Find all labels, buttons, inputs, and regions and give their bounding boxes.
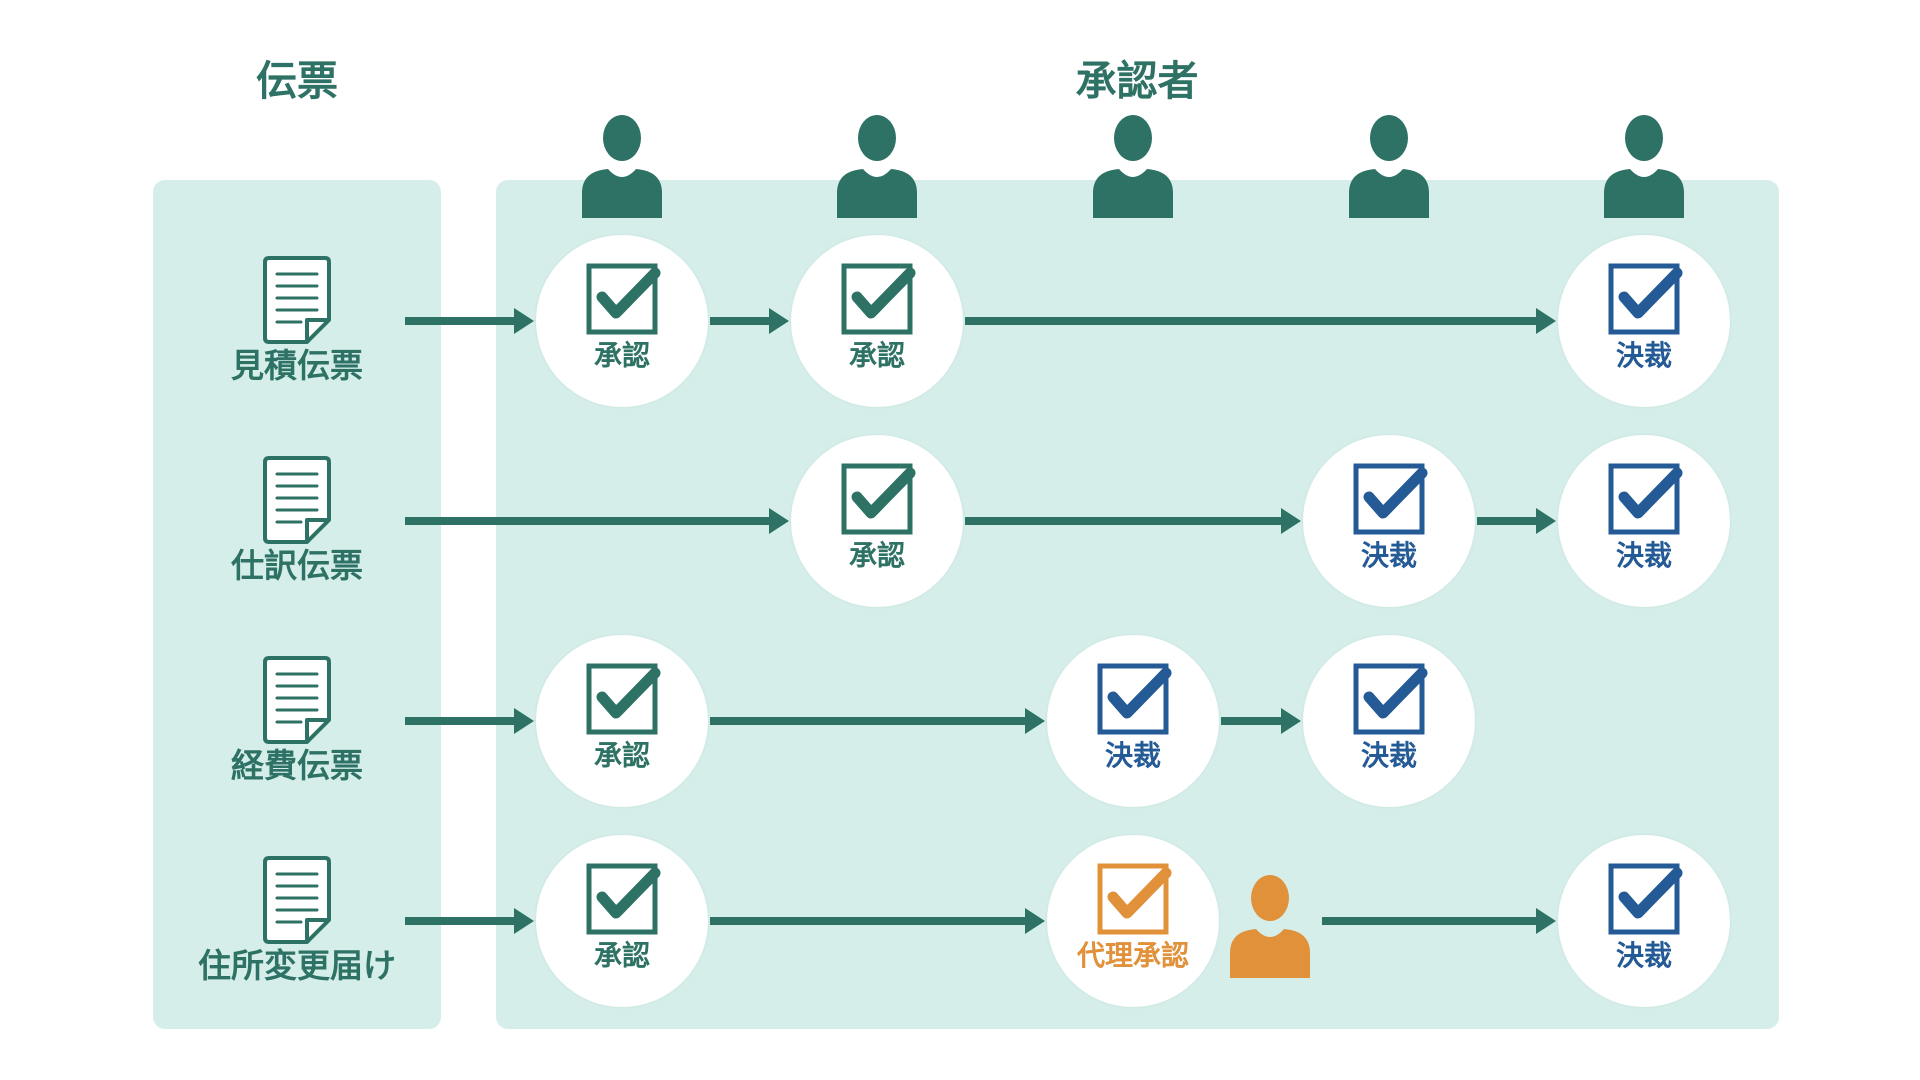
checkbox-checked-icon [586,663,661,735]
step-label: 決裁 [1361,739,1417,772]
approval-step: 承認 [536,235,708,407]
document-icon [263,856,331,944]
checkbox-checked-icon [841,263,916,335]
approval-step: 承認 [791,235,963,407]
document-icon [263,456,331,544]
step-label: 承認 [594,739,650,772]
flow-arrow [405,508,789,534]
document-icon [263,256,331,344]
flow-layer: 承認承認決裁承認決裁決裁承認決裁決裁承認代理承認決裁 [405,235,1730,1007]
checkbox-checked-icon [1353,463,1428,535]
approval-row: 承認 承認 決裁 [405,235,1730,407]
document-label: 経費伝票 [231,746,363,785]
flow-arrow [710,908,1045,934]
document-label: 見積伝票 [231,346,363,385]
step-label: 決裁 [1616,339,1672,372]
step-label: 決裁 [1361,539,1417,572]
approval-row: 承認 決裁 決裁 [405,635,1475,807]
checkbox-checked-icon [586,863,661,935]
approver-person-icon [1604,115,1684,218]
document-icon [263,656,331,744]
checkbox-checked-icon [1608,263,1683,335]
approval-row: 承認 決裁 決裁 [405,435,1730,607]
flow-arrow [405,708,534,734]
flow-arrow [965,308,1556,334]
approval-step: 承認 [536,835,708,1007]
approver-person-icon [837,115,917,218]
documents-heading: 伝票 [256,57,338,105]
step-label: 承認 [849,339,905,372]
approver-person-icon [1349,115,1429,218]
delegate-person-icon [1230,875,1310,978]
step-label: 承認 [594,939,650,972]
approval-step: 承認 [791,435,963,607]
flow-arrow [1322,908,1556,934]
approval-step: 承認 [536,635,708,807]
flow-arrow [965,508,1301,534]
flow-arrow [1477,508,1556,534]
approver-person-icon [582,115,662,218]
flow-arrow [405,308,534,334]
approval-row: 承認 代理承認 決裁 [405,835,1730,1007]
flow-arrow [1221,708,1301,734]
step-label: 代理承認 [1076,939,1189,972]
step-label: 決裁 [1616,539,1672,572]
document-label: 住所変更届け [198,946,396,985]
documents-panel [153,180,441,1029]
checkbox-checked-icon [1353,663,1428,735]
checkbox-checked-icon [841,463,916,535]
approval-step: 代理承認 [1047,835,1219,1007]
flow-arrow [710,708,1045,734]
approval-step: 決裁 [1558,835,1730,1007]
approver-person-icon [1093,115,1173,218]
approval-step: 決裁 [1303,435,1475,607]
checkbox-checked-icon [1608,463,1683,535]
checkbox-checked-icon [1608,863,1683,935]
approval-step: 決裁 [1047,635,1219,807]
approval-step: 決裁 [1303,635,1475,807]
step-label: 承認 [594,339,650,372]
document-label: 仕訳伝票 [231,546,363,585]
step-label: 決裁 [1616,939,1672,972]
checkbox-checked-icon [1097,863,1172,935]
approvers-heading: 承認者 [1076,57,1199,105]
approvers-panel [496,180,1779,1029]
flow-arrow [405,908,534,934]
flow-arrow [710,308,789,334]
approval-step: 決裁 [1558,435,1730,607]
step-label: 承認 [849,539,905,572]
checkbox-checked-icon [586,263,661,335]
checkbox-checked-icon [1097,663,1172,735]
approval-step: 決裁 [1558,235,1730,407]
step-label: 決裁 [1105,739,1161,772]
approver-header-row [582,115,1684,218]
